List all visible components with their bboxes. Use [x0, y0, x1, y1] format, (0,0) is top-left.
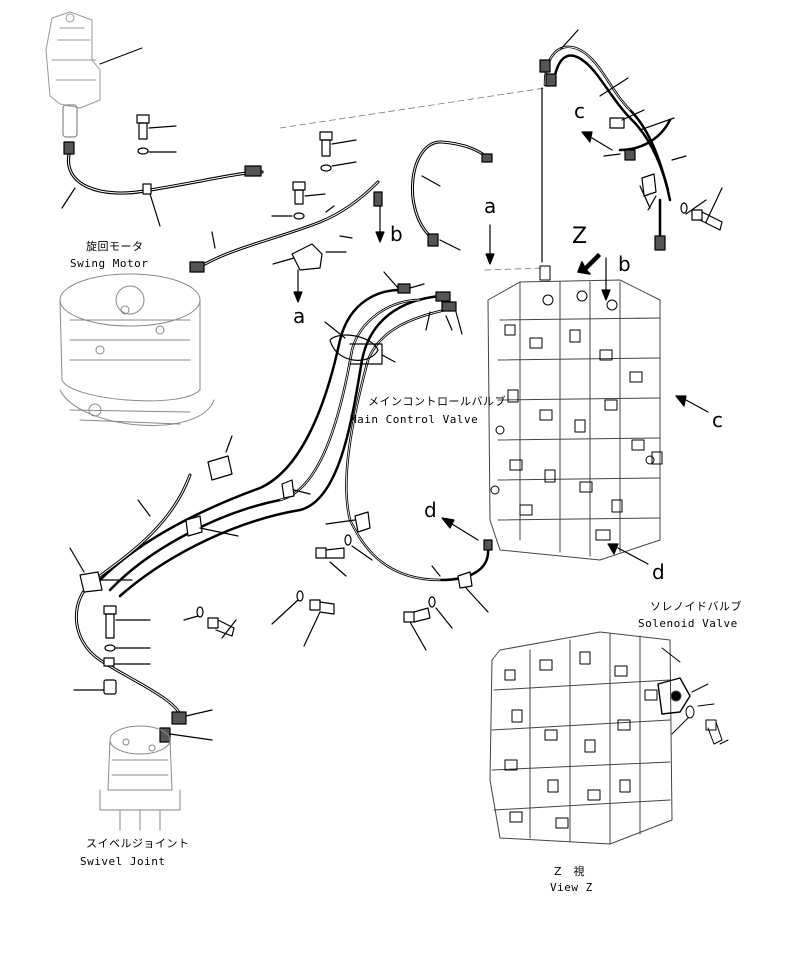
main-hose-bundle [98, 271, 493, 613]
left-hose-down [69, 473, 213, 743]
marker-b-left: b [390, 222, 404, 246]
arrow-a-right [485, 224, 495, 265]
marker-z: Z [572, 224, 588, 249]
marker-d-left: d [424, 498, 438, 522]
view-z-label-en: View Z [550, 881, 593, 894]
swing-motor-label-jp: 旋回モータ [86, 240, 144, 253]
arrow-d-right [607, 543, 649, 565]
plug-top-left [62, 104, 78, 138]
arrow-b-right [601, 257, 611, 301]
dashed-leaders [279, 87, 546, 271]
top-left-component [45, 11, 143, 109]
swing-motor-body [59, 273, 215, 426]
main-valve-label-jp: メインコントロールバルブ [368, 395, 506, 408]
swivel-joint-label-en: Swivel Joint [80, 855, 166, 868]
swing-motor-hose [61, 141, 264, 227]
bolt-group-lower [73, 534, 453, 695]
solenoid-label-jp: ソレノイドバルブ [650, 600, 742, 613]
arrow-d-left [441, 517, 479, 541]
swing-motor-label-en: Swing Motor [70, 257, 149, 270]
solenoid-label-en: Solenoid Valve [638, 617, 738, 630]
view-z-valve-drawing [489, 631, 729, 845]
top-right-harness [539, 29, 723, 263]
marker-a-left: a [293, 304, 306, 328]
marker-a-right: a [484, 194, 497, 218]
marker-b-right: b [618, 252, 632, 276]
arrow-z [577, 253, 601, 275]
marker-d-right: d [652, 560, 666, 584]
main-control-valve-drawing [487, 265, 663, 561]
main-valve-label-en: Main Control Valve [350, 413, 479, 426]
bolt-group-top [136, 114, 357, 220]
curved-hose-top [411, 140, 493, 251]
bracket-hose [189, 180, 385, 303]
marker-c-top: c [574, 99, 586, 123]
swivel-joint-body [99, 725, 181, 831]
view-z-label-jp: Z 視 [554, 865, 586, 878]
marker-c-right: c [712, 408, 724, 432]
sleeve-part [207, 435, 233, 481]
swivel-joint-label-jp: スイベルジョイント [86, 837, 190, 850]
arrow-c-top [581, 131, 613, 151]
arrow-c-right [675, 395, 709, 413]
